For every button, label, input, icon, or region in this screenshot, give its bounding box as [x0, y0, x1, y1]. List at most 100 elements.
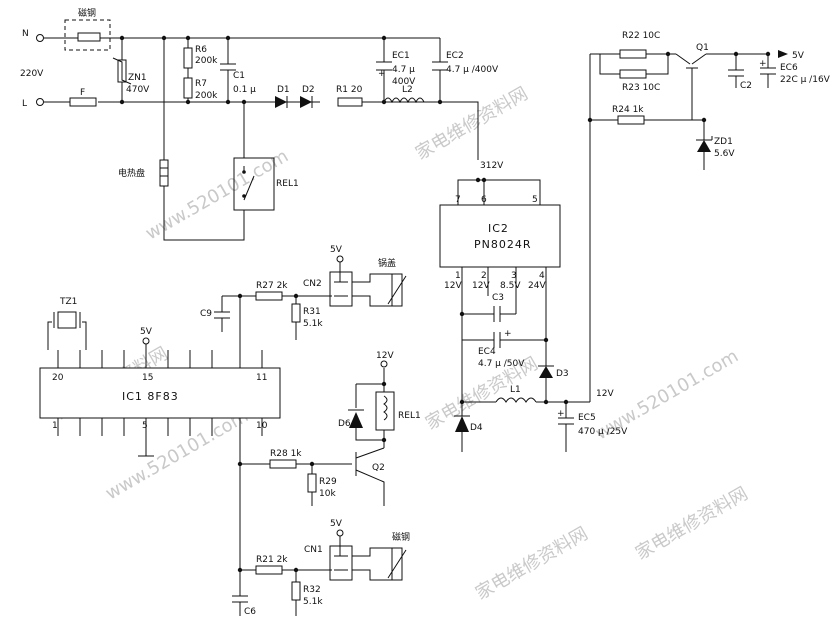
ic1-top-pins	[57, 296, 263, 368]
diode-d4	[455, 416, 469, 432]
label-ec1-v: 4.7 μ	[392, 65, 415, 75]
zener-zd1	[697, 140, 711, 152]
junction	[665, 51, 671, 57]
wire	[590, 53, 676, 75]
capacitor-ec5	[558, 402, 574, 452]
resistor-r1	[337, 97, 363, 107]
label-c3: C3	[492, 293, 504, 303]
junction	[381, 381, 387, 387]
label-ec1: EC1	[392, 51, 410, 61]
capacitor-ec2	[432, 38, 448, 102]
label-l: L	[22, 99, 27, 109]
ec4-plus: +	[504, 329, 512, 339]
junction	[543, 399, 549, 405]
resistor-r6	[183, 47, 193, 69]
ic2-body	[439, 204, 561, 268]
diode-d6	[349, 412, 363, 428]
label-zd1-v: 5.6V	[714, 149, 735, 159]
label-rel1: REL1	[276, 179, 299, 189]
label-ec6: EC6	[780, 63, 798, 73]
vcc-terminal	[142, 337, 150, 345]
capacitor-c2	[728, 54, 744, 88]
label-d1: D1	[277, 85, 290, 95]
ic2-p2v: 12V	[472, 281, 490, 291]
fuse-f	[69, 97, 97, 107]
diode-d3	[539, 366, 553, 378]
junction	[475, 177, 481, 183]
ic2-pin6: 6	[481, 195, 487, 205]
junction	[587, 117, 593, 123]
ic2-pin5: 5	[532, 195, 538, 205]
capacitor-ec6	[760, 54, 776, 88]
resistor-r21	[255, 565, 283, 575]
inductor-l1	[495, 397, 537, 403]
v12-terminal	[380, 360, 388, 368]
capacitor-c3	[462, 306, 516, 322]
junction	[381, 437, 387, 443]
connector-pins	[334, 536, 348, 571]
relay-contact-box	[233, 157, 275, 211]
resistor-r24	[617, 115, 645, 125]
label-5v-ic1: 5V	[140, 327, 153, 337]
label-l1: L1	[510, 385, 521, 395]
label-ec1-v2: 400V	[392, 77, 416, 87]
resistor-r31	[291, 303, 301, 323]
junction	[185, 99, 191, 105]
junction	[381, 35, 387, 41]
thermistor-mark	[387, 549, 407, 579]
label-r22: R22 10C	[622, 31, 660, 41]
diode-d2	[300, 96, 312, 108]
label-r21: R21 2k	[256, 555, 288, 565]
junction	[237, 293, 243, 299]
label-cn1: CN1	[304, 545, 323, 555]
label-r6: R6	[195, 45, 207, 55]
heater-plate	[159, 159, 169, 187]
capacitor-ec1	[376, 38, 392, 102]
cn1-5v-terminal	[336, 529, 344, 537]
watermark-layer: 家电维修资料网 www.520101.com 家电维修资料网 家电维修资料网 w…	[52, 83, 752, 604]
terminal-n	[36, 34, 44, 42]
output-arrow	[778, 50, 788, 58]
wire	[352, 547, 395, 581]
junction	[543, 337, 549, 343]
capacitor-c9	[214, 296, 230, 332]
label-r7-v: 200k	[195, 91, 218, 101]
label-d3: D3	[556, 369, 569, 379]
label-cn2: CN2	[303, 279, 322, 289]
label-cn2-5v: 5V	[330, 245, 343, 255]
terminal-l	[36, 98, 44, 106]
label-ec4: EC4	[478, 347, 496, 357]
cn2-5v-terminal	[336, 255, 344, 263]
capacitor-c6	[232, 570, 248, 616]
ic2-block: 7 6 5 IC2 PN8024R 1 2 3 4 12V 12V 8.5V 2…	[439, 177, 628, 452]
label-heater: 电热盘	[118, 167, 145, 179]
zener-bar	[696, 136, 713, 141]
label-ec5: EC5	[578, 413, 596, 423]
thermistor-mark	[387, 275, 407, 305]
wire	[355, 368, 385, 448]
label-r29-v: 10k	[319, 489, 336, 499]
label-r24: R24 1k	[612, 105, 644, 115]
ic1-pin5: 5	[142, 421, 148, 431]
junction	[119, 99, 125, 105]
label-12v-q2: 12V	[376, 351, 394, 361]
ic2-p4v: 24V	[528, 281, 546, 291]
diode-d1	[275, 96, 287, 108]
ic1-body	[39, 367, 281, 419]
crystal-plates	[53, 312, 81, 328]
resistor-r32	[291, 581, 301, 601]
label-ec2-v: 4.7 μ /400V	[446, 65, 499, 75]
label-lid: 锅盖	[378, 257, 396, 269]
resistor-r23	[619, 69, 647, 79]
label-c1: C1	[233, 71, 245, 81]
ic1-label: IC1 8F83	[122, 390, 179, 403]
wire	[47, 321, 87, 350]
watermark-text: 家电维修资料网	[632, 483, 752, 564]
resistor-r29	[307, 473, 317, 493]
label-r28: R28 1k	[270, 449, 302, 459]
junction	[237, 461, 243, 467]
label-c2: C2	[740, 81, 752, 91]
junction	[459, 311, 465, 317]
label-r29: R29	[319, 477, 337, 487]
cn1-magnet-sensor: R21 2k R32 5.1k C6 CN1 5V 磁钢	[232, 519, 410, 617]
